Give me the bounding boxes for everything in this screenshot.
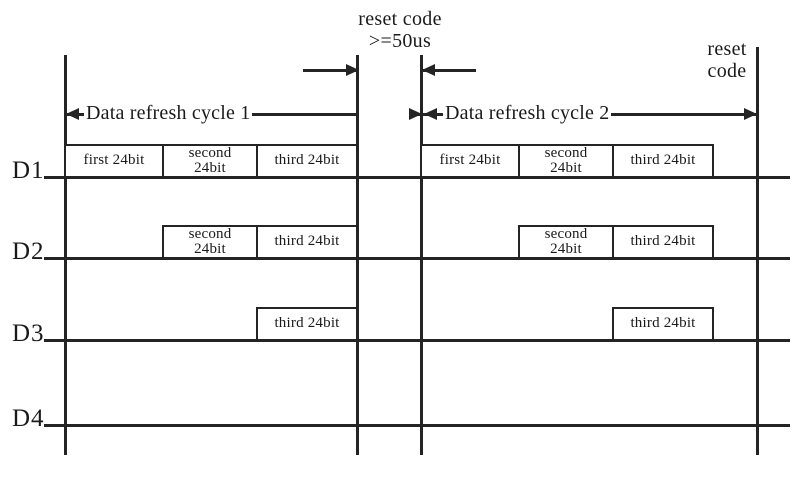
packet-d2-c1-second: second 24bit xyxy=(162,225,258,259)
packet-d2-c1-third: third 24bit xyxy=(256,225,358,259)
packet-d1-c1-second: second 24bit xyxy=(162,144,258,178)
cycle2-label: Data refresh cycle 2 xyxy=(443,102,612,124)
packet-d2-c2-third: third 24bit xyxy=(612,225,714,259)
reset-code-gap-label-line1: reset code xyxy=(358,8,442,30)
packet-d1-c1-third: third 24bit xyxy=(256,144,358,178)
reset-code-right-label-line2: code xyxy=(707,60,747,83)
guide-line-cycle2-start xyxy=(420,55,423,455)
packet-d3-c1-third: third 24bit xyxy=(256,307,358,341)
packet-d3-c2-third: third 24bit xyxy=(612,307,714,341)
row-label-d4: D4 xyxy=(12,405,45,432)
packet-d1-c1-first: first 24bit xyxy=(64,144,164,178)
row-label-d3: D3 xyxy=(12,320,45,347)
packet-d1-c2-first: first 24bit xyxy=(420,144,520,178)
reset-code-gap-label: reset code >=50us xyxy=(300,8,500,53)
baseline-d4 xyxy=(44,424,790,427)
cycle2-measure-arrow-pre xyxy=(409,108,422,120)
guide-line-cycle2-end xyxy=(756,47,759,455)
row-label-d2: D2 xyxy=(12,238,45,265)
reset-code-gap-label-line2: >=50us xyxy=(368,30,432,53)
reset-gap-arrow-left-shaft xyxy=(303,69,357,72)
packet-d2-c2-second: second 24bit xyxy=(518,225,614,259)
cycle1-label: Data refresh cycle 1 xyxy=(84,102,253,124)
cycle2-measure-arrow-right xyxy=(744,108,757,120)
reset-gap-arrow-right-head xyxy=(422,64,435,76)
baseline-d1 xyxy=(44,176,790,179)
packet-d1-c2-third: third 24bit xyxy=(612,144,714,178)
baseline-d2 xyxy=(44,257,790,260)
reset-gap-arrow-right-shaft xyxy=(422,69,476,72)
cycle1-measure-arrow-left xyxy=(66,108,79,120)
baseline-d3 xyxy=(44,339,790,342)
guide-line-cycle1-start xyxy=(64,55,67,455)
reset-gap-arrow-left-head xyxy=(346,64,359,76)
reset-code-right-label-line1: reset xyxy=(707,38,747,60)
row-label-d1: D1 xyxy=(12,157,45,184)
reset-code-right-label: reset code xyxy=(672,38,782,83)
cycle2-measure-arrow-left xyxy=(424,108,437,120)
packet-d1-c2-second: second 24bit xyxy=(518,144,614,178)
